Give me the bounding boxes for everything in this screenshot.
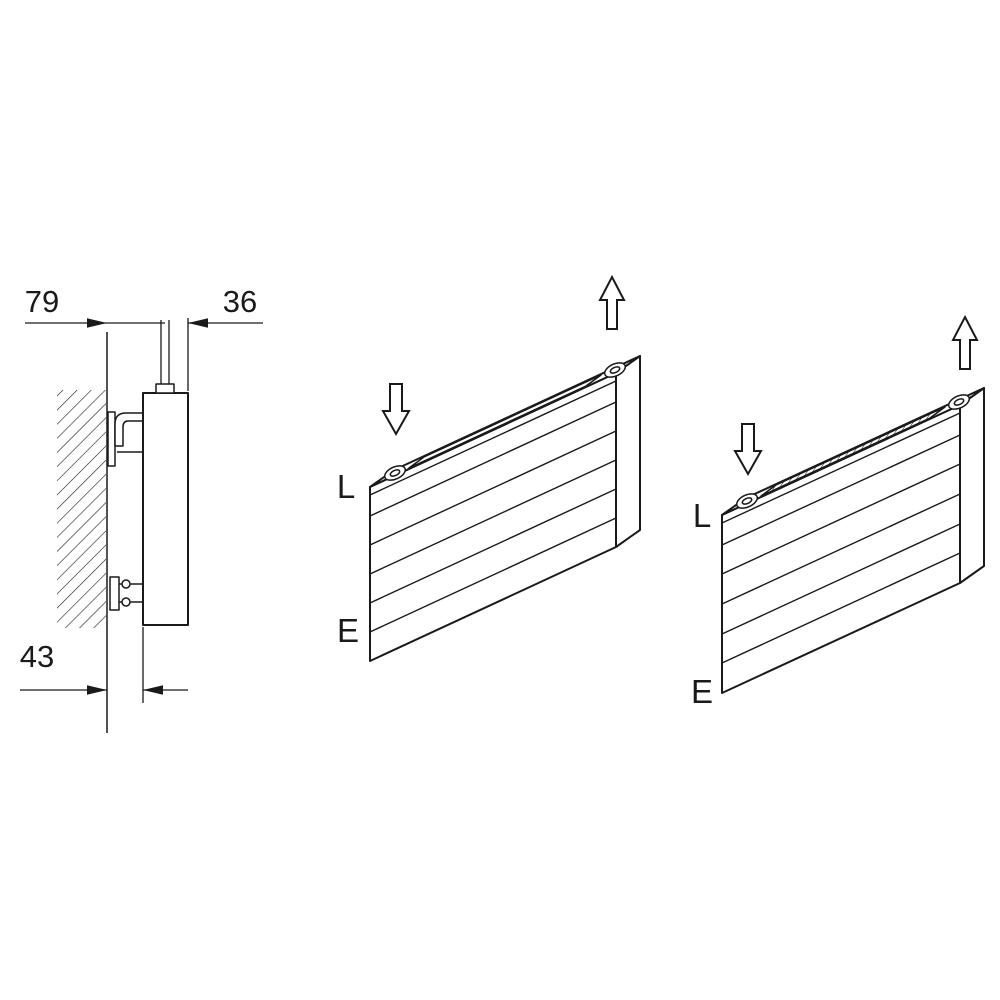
dim-arrowhead-right xyxy=(87,685,107,695)
dimension-36: 36 xyxy=(188,284,263,328)
top-grille xyxy=(760,406,946,497)
dim-label-36: 36 xyxy=(223,284,257,319)
flow-up-arrow xyxy=(598,274,626,330)
mounting-bracket-upper xyxy=(107,411,144,467)
flow-down-arrow xyxy=(733,423,763,477)
flow-up-arrow xyxy=(951,314,979,370)
slat-groove-lines xyxy=(721,412,961,664)
mounting-bracket-lower xyxy=(109,576,143,611)
dim-arrowhead-left xyxy=(188,318,208,328)
panel-top-cap xyxy=(155,383,175,394)
wall-hatching xyxy=(57,390,106,628)
radiator-open-top-isometric: L E xyxy=(337,274,641,662)
slat-groove-lines xyxy=(369,380,617,633)
end-face-right xyxy=(615,355,641,548)
flow-down-arrow xyxy=(381,383,411,437)
radiator-panel-side-profile xyxy=(142,392,189,626)
vent-boss-left xyxy=(383,465,407,481)
bracket-hook xyxy=(114,412,144,447)
dim-label-79: 79 xyxy=(25,284,59,319)
vent-boss-right xyxy=(947,394,971,410)
connection-label-top: L xyxy=(337,468,355,505)
connection-label-bottom: E xyxy=(691,673,713,710)
dim-arrowhead-right xyxy=(87,318,107,328)
dimension-79: 79 xyxy=(25,284,165,328)
radiator-grille-top-isometric: L E xyxy=(691,314,985,710)
bolt-head-upper xyxy=(121,579,131,589)
side-view-elevation: 79 36 43 xyxy=(20,284,263,733)
top-opening-channel xyxy=(408,374,602,469)
pipe-stub xyxy=(160,320,170,384)
dim-arrowhead-left xyxy=(143,685,163,695)
bolt-head-lower xyxy=(121,597,131,607)
dimension-43: 43 xyxy=(20,627,188,703)
vent-boss-right xyxy=(603,362,627,378)
dim-label-43: 43 xyxy=(20,639,54,674)
bracket-wall-plate xyxy=(107,411,116,467)
vent-boss-left xyxy=(735,493,759,509)
end-face-right xyxy=(959,387,985,584)
connection-label-top: L xyxy=(693,497,711,534)
bracket-lower-plate xyxy=(109,576,120,611)
connection-label-bottom: E xyxy=(337,612,359,649)
